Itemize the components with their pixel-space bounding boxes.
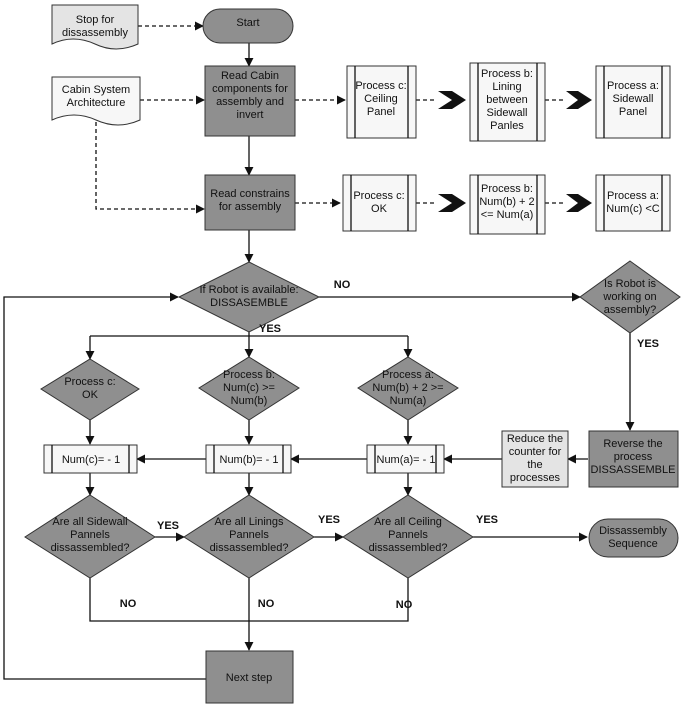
connectors	[3, 21, 635, 680]
next-step-process[interactable]: Next step	[205, 650, 294, 704]
dec-b-label: Process b:Num(c) >=Num(b)	[223, 369, 275, 407]
process-c-ok[interactable]: Process c:OK	[342, 174, 417, 232]
count-a-label: Num(a)= - 1	[377, 454, 436, 466]
edge-label-no-sidewall: NO	[120, 598, 137, 610]
counter-b-process[interactable]: Num(b)= - 1	[205, 444, 292, 474]
edge-label-yes-robot: YES	[259, 323, 281, 335]
process-a-constraint[interactable]: Process a:Num(c) <C	[595, 174, 671, 232]
counter-a-process[interactable]: Num(a)= - 1	[366, 444, 445, 474]
edge-label-no-linings: NO	[258, 598, 275, 610]
process-b-constraint[interactable]: Process b:Num(b) + 2<= Num(a)	[469, 174, 546, 235]
proc-c2-label: Process c:OK	[353, 190, 404, 215]
edge-labels: NO YES YES YES YES YES NO NO NO	[120, 279, 659, 611]
start-label: Start	[236, 17, 259, 29]
robot-available-label: If Robot is available:DISSASEMBLE	[199, 284, 298, 309]
process-b-decision[interactable]: Process b:Num(c) >=Num(b)	[198, 356, 300, 421]
edge-label-yes-working: YES	[637, 338, 659, 350]
chevron-arrows	[438, 91, 592, 212]
robot-available-decision[interactable]: If Robot is available:DISSASEMBLE	[177, 261, 321, 333]
proc-a2-label: Process a:Num(c) <C	[606, 190, 660, 215]
count-b-label: Num(b)= - 1	[220, 454, 279, 466]
chevron-icon	[438, 91, 466, 109]
dec-c-label: Process c:OK	[64, 376, 115, 401]
process-a-decision[interactable]: Process a:Num(b) + 2 >=Num(a)	[357, 356, 459, 421]
edge-label-yes-sidewall: YES	[157, 520, 179, 532]
edge-label-no-ceiling: NO	[396, 599, 413, 611]
proc-b2-label: Process b:Num(b) + 2<= Num(a)	[479, 183, 534, 221]
edge-label-yes-linings: YES	[318, 514, 340, 526]
edge-label-yes-ceiling: YES	[476, 514, 498, 526]
edge-label-no-robot: NO	[334, 279, 351, 291]
count-c-label: Num(c)= - 1	[62, 454, 120, 466]
chevron-icon	[566, 91, 592, 109]
counter-c-process[interactable]: Num(c)= - 1	[43, 444, 138, 474]
start-terminator[interactable]: Start	[202, 8, 294, 44]
dec-a-label: Process a:Num(b) + 2 >=Num(a)	[372, 369, 443, 407]
next-step-label: Next step	[226, 672, 272, 684]
process-c-decision[interactable]: Process c:OK	[40, 358, 140, 421]
chevron-icon	[566, 194, 592, 212]
chevron-icon	[438, 194, 466, 212]
